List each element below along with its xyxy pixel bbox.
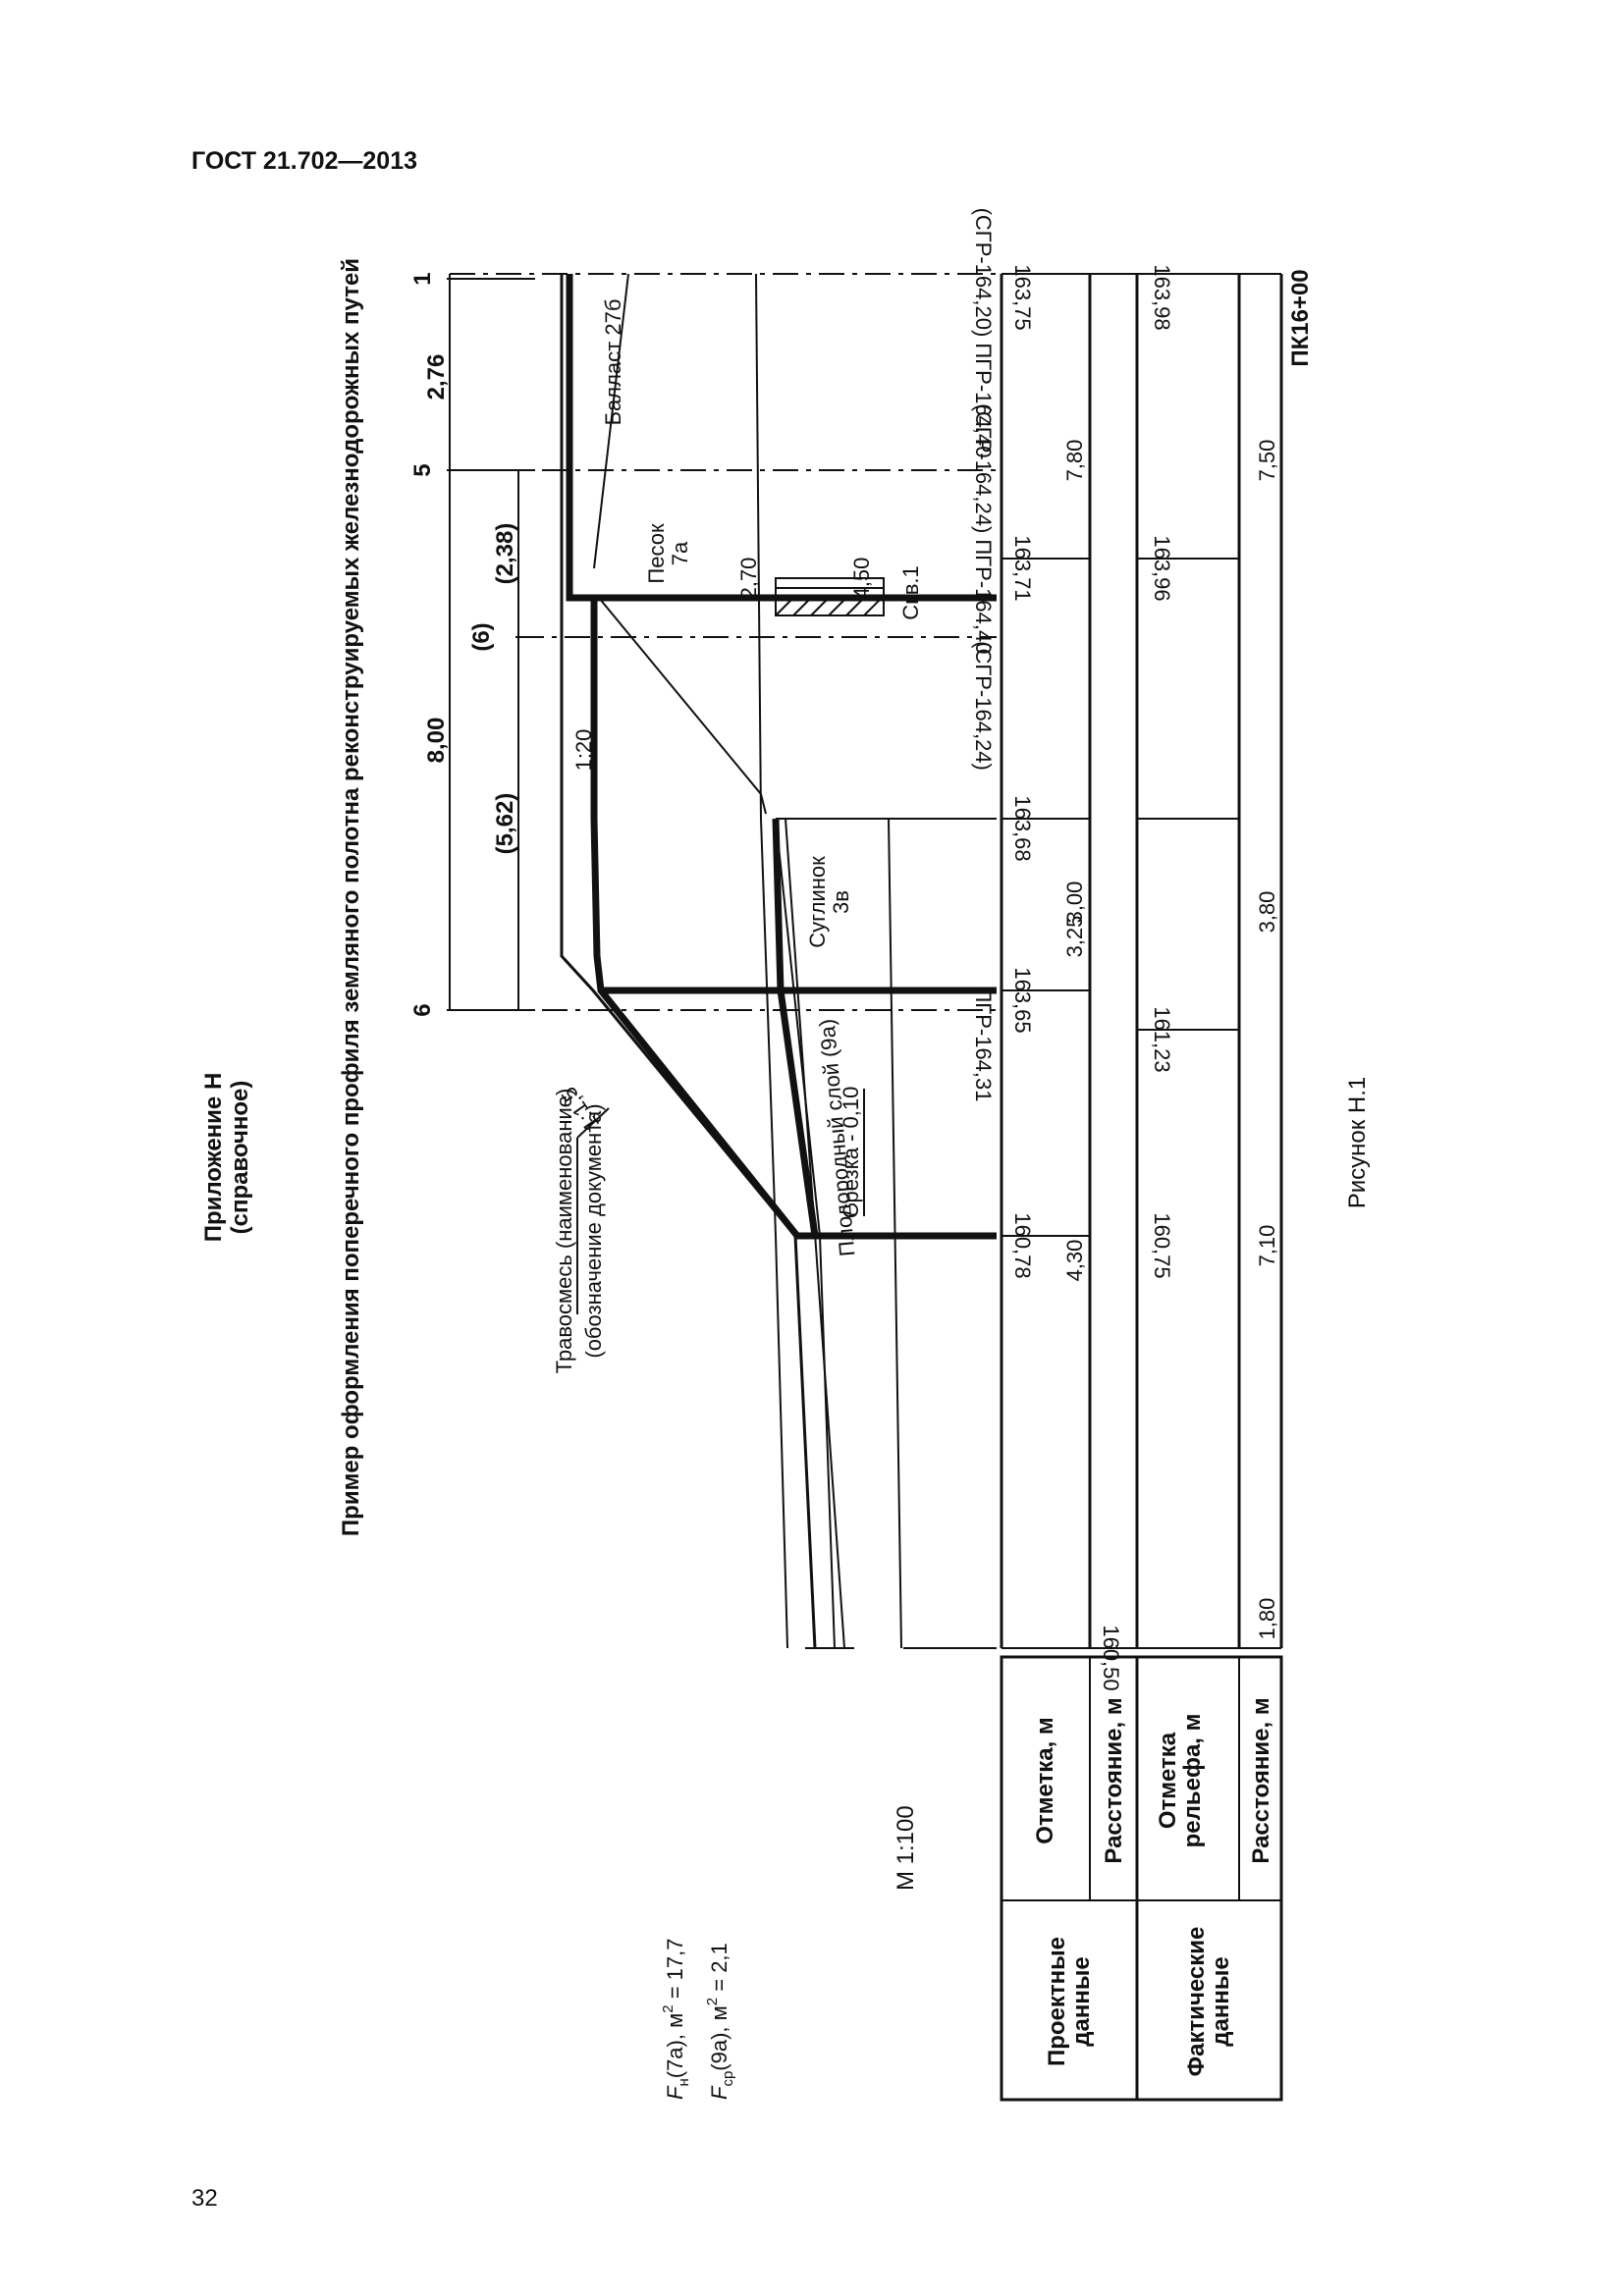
borehole-hatch xyxy=(775,597,885,616)
data-strips: 163,75 163,71 163,68 163,65 160,78 7,80 … xyxy=(1000,264,1314,1691)
design-surface xyxy=(566,274,820,1240)
profile-body: Балласт 27б Песок 7а Суглинок 3в 2,70 4,… xyxy=(450,208,997,1649)
design-elev-4: 163,65 xyxy=(1010,967,1035,1033)
relief-elev-3: 161,23 xyxy=(1150,1006,1174,1072)
figure-caption: Рисунок Н.1 xyxy=(1344,1077,1371,1209)
dim-8-00: 8,00 xyxy=(423,718,450,764)
design-group-line2: данные xyxy=(1068,1956,1095,2046)
actual-group-line1: Фактические xyxy=(1183,1927,1210,2077)
design-elev-1: 163,75 xyxy=(1010,264,1035,330)
cut-label: Срезка - 0,10 xyxy=(839,1087,863,1219)
mark-5: 5 xyxy=(409,463,436,476)
existing-ground xyxy=(560,274,817,1649)
design-elev-3: 163,68 xyxy=(1010,795,1035,861)
soil-sand: Песок xyxy=(644,523,669,584)
design-dist-4: 4,30 xyxy=(1062,1240,1087,1282)
row-relief-line2: рельефа, м xyxy=(1179,1714,1206,1848)
actual-group-line2: данные xyxy=(1208,1956,1234,2046)
lower-layer-line xyxy=(888,818,902,1649)
row-elevation: Отметка, м xyxy=(1032,1717,1058,1843)
scale-label: М 1:100 xyxy=(893,1805,919,1891)
borehole-depth-2: 4,50 xyxy=(849,558,874,600)
dim-5-62: (5,62) xyxy=(492,793,518,855)
relief-elev-5: 160,50 xyxy=(1099,1625,1123,1690)
borehole-depth-1: 2,70 xyxy=(736,558,761,600)
row-relief-line1: Отметка xyxy=(1155,1732,1181,1829)
layer-label-1: (СГР-164,20) ПГР-164,40 xyxy=(971,208,996,458)
relief-elev-2: 163,96 xyxy=(1150,535,1174,601)
cut-line xyxy=(785,818,845,1649)
page-number: 32 xyxy=(191,2185,218,2212)
soil-loam: Суглинок xyxy=(805,856,830,948)
grass-mix-doc: (обозначение документа) xyxy=(581,1103,606,1358)
design-dist-1: 7,80 xyxy=(1062,440,1087,482)
mark-1: 1 xyxy=(409,272,436,285)
area-fn: Fн(7а), м2 = 17,7 xyxy=(660,1939,692,2100)
layer-label-2: (СГР-164,24) ПГР-164,40 xyxy=(971,404,996,655)
layer-label-3: (СГР-164,24) xyxy=(971,641,996,771)
design-dist-3: 3,25 xyxy=(1062,916,1087,958)
appendix-title: Приложение Н xyxy=(200,1073,227,1243)
soil-ballast: Балласт 27б xyxy=(601,299,625,426)
design-elev-5: 160,78 xyxy=(1010,1212,1035,1278)
document-header: ГОСТ 21.702—2013 xyxy=(191,147,418,175)
area-fsr: Fср(9а), м2 = 2,1 xyxy=(704,1943,736,2100)
borehole-name: Скв.1 xyxy=(898,565,923,620)
figure-title: Пример оформления поперечного профиля зе… xyxy=(338,258,364,1536)
picket-label: ПК16+00 xyxy=(1287,269,1314,366)
sand-diagonal xyxy=(598,597,767,815)
dim-2-76: 2,76 xyxy=(423,354,450,400)
dim-2-38: (2,38) xyxy=(492,523,518,585)
row-distance: Расстояние, м xyxy=(1101,1697,1127,1863)
relief-dist-2: 3,80 xyxy=(1255,891,1279,934)
rotated-drawing: Приложение Н (справочное) Пример оформле… xyxy=(200,208,1371,2102)
relief-dist-3: 7,10 xyxy=(1255,1225,1279,1267)
appendix-note: (справочное) xyxy=(227,1081,253,1235)
ballast-boundary xyxy=(593,273,629,569)
relief-elev-4: 160,75 xyxy=(1150,1212,1174,1278)
layer-label-4: ПГР-164,31 xyxy=(971,987,996,1101)
dim-6: (6) xyxy=(468,622,495,651)
relief-dist-4: 1,80 xyxy=(1255,1598,1279,1640)
base-layer-line xyxy=(755,273,788,1649)
slope-1-20: 1:20 xyxy=(571,729,596,772)
design-group-line1: Проектные xyxy=(1044,1937,1070,2066)
grass-mix-name: Травосмесь (наименование) xyxy=(552,1089,576,1374)
relief-dist-1: 7,50 xyxy=(1255,440,1279,482)
relief-elev-1: 163,98 xyxy=(1150,264,1174,330)
fertile-layer-line xyxy=(775,818,836,1649)
design-dist-2: 3,00 xyxy=(1062,881,1087,924)
top-dimensions: 1 5 6 2,76 8,00 (2,38) (5,62) (6) xyxy=(409,272,535,1017)
row-distance-2: Расстояние, м xyxy=(1248,1697,1274,1863)
row-header-table: Проектные данные Фактические данные Отме… xyxy=(1000,1655,1283,2102)
soil-loam-code: 3в xyxy=(829,890,853,914)
soil-sand-code: 7а xyxy=(668,541,692,565)
mark-6: 6 xyxy=(409,1003,436,1016)
design-elev-2: 163,71 xyxy=(1010,535,1035,601)
